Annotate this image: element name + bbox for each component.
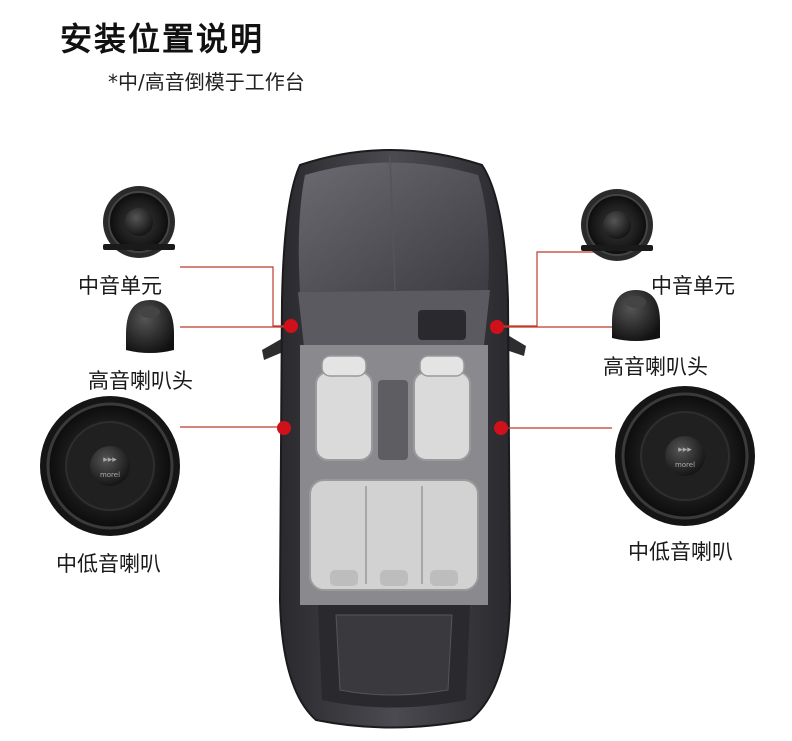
marker-door-left [277,421,291,435]
label-woofer-left: 中低音喇叭 [56,552,161,576]
label-tweeter-left: 高音喇叭头 [88,369,193,393]
install-markers [277,319,508,435]
midrange-speaker-left-icon [103,186,175,258]
woofer-right-logo: morel [675,461,695,469]
car-hood [298,162,489,292]
svg-text:▸▸▸: ▸▸▸ [678,445,692,455]
right-mirror [506,334,526,356]
marker-front-right [490,320,504,334]
midrange-speaker-right-icon [581,189,653,261]
front-seats [315,355,471,461]
rear-seats [309,479,479,591]
tweeter-left-icon [126,300,174,353]
label-woofer-right: 中低音喇叭 [628,540,733,564]
svg-text:▸▸▸: ▸▸▸ [103,455,117,465]
label-midrange-right: 中音单元 [651,274,735,298]
woofer-left-icon: ▸▸▸ morel [40,396,180,536]
label-midrange-left: 中音单元 [78,274,162,298]
woofer-right-icon: ▸▸▸ morel [615,386,755,526]
page-subtitle: *中/高音倒模于工作台 [108,70,305,94]
page-title: 安装位置说明 [60,20,265,58]
leader-lines [180,251,612,429]
left-mirror [262,338,283,360]
car-top-view [262,149,526,729]
marker-front-left [284,319,298,333]
woofer-left-logo: morel [100,471,120,479]
tweeter-right-icon [612,290,660,341]
marker-door-right [494,421,508,435]
label-tweeter-right: 高音喇叭头 [603,355,708,379]
